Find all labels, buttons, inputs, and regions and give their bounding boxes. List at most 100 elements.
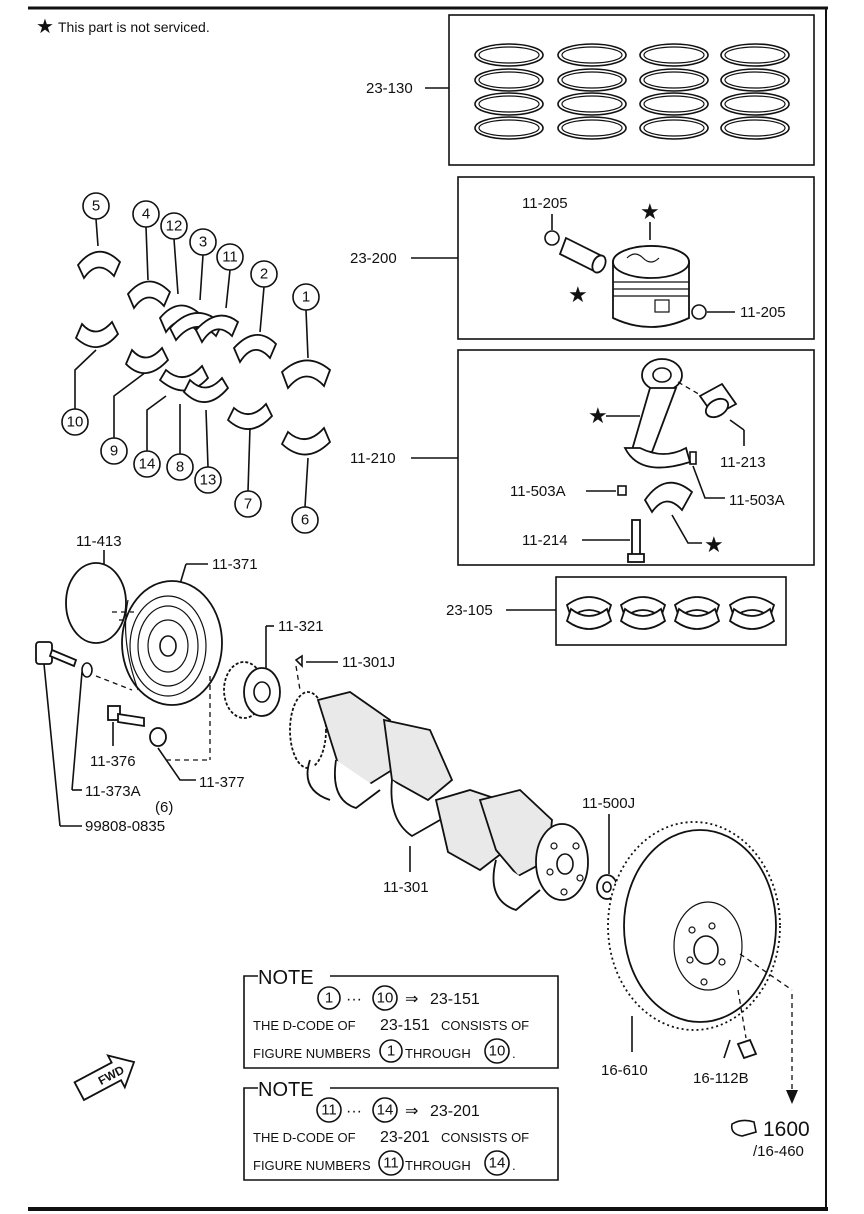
note2-line2b: THROUGH	[405, 1158, 471, 1173]
callout-9[interactable]: 9	[110, 443, 118, 460]
label-11-500j[interactable]: 11-500J	[582, 795, 635, 812]
callout-7[interactable]: 7	[244, 496, 252, 513]
callout-13[interactable]: 13	[200, 472, 217, 489]
label-11-213[interactable]: 11-213	[720, 454, 766, 471]
flywheel-icon	[607, 821, 781, 1031]
callout-3[interactable]: 3	[199, 234, 207, 251]
label-11-210[interactable]: 11-210	[350, 450, 396, 467]
label-11-413[interactable]: 11-413	[76, 533, 122, 550]
callout-4[interactable]: 4	[142, 206, 150, 223]
pulley-lock-bolt-icon	[107, 705, 145, 728]
note1-title: NOTE	[258, 967, 314, 989]
pulley-bolt-washer-icon	[81, 662, 93, 678]
piston-rings	[474, 43, 790, 140]
piston-icon	[612, 245, 690, 328]
legend-star-icon: ★	[36, 16, 54, 38]
label-11-214[interactable]: 11-214	[522, 532, 568, 549]
ref-16-460[interactable]: /16-460	[753, 1143, 804, 1160]
label-11-503a-right[interactable]: 11-503A	[729, 492, 785, 509]
star-icon-cap: ★	[704, 532, 724, 557]
label-11-301j[interactable]: 11-301J	[342, 654, 395, 671]
note2-from: 11	[321, 1102, 337, 1119]
rod-nut-icon-2	[617, 485, 627, 496]
note1-dots: ···	[346, 991, 362, 1008]
pulley-cover-icon	[65, 562, 127, 644]
note2-line2-to: 14	[489, 1155, 506, 1172]
note2-title: NOTE	[258, 1079, 314, 1101]
note1-line1c: CONSISTS OF	[441, 1018, 529, 1033]
note1-line2-to: 10	[489, 1043, 506, 1060]
label-11-205-top[interactable]: 11-205	[522, 195, 568, 212]
rod-bolt-icon	[627, 519, 645, 563]
label-23-105[interactable]: 23-105	[446, 602, 493, 619]
conrod-bearings	[565, 596, 776, 630]
label-23-130[interactable]: 23-130	[366, 80, 413, 97]
hand-pointer-icon	[730, 1119, 757, 1137]
label-11-377[interactable]: 11-377	[199, 774, 245, 791]
note1-end: .	[512, 1046, 516, 1061]
ref-1600[interactable]: 1600	[763, 1118, 810, 1141]
callout-12[interactable]: 12	[166, 218, 183, 235]
note2-to: 14	[377, 1102, 394, 1119]
piston-ring-set-box	[448, 14, 815, 166]
small-end-bushing-icon	[698, 382, 738, 419]
label-11-373a[interactable]: 11-373A	[85, 783, 141, 800]
flywheel-bolt-icon	[736, 1038, 758, 1060]
label-16-112b[interactable]: 16-112B	[693, 1070, 749, 1087]
label-qty-6: (6)	[155, 799, 173, 816]
crank-sprocket-icon	[223, 661, 281, 719]
piston-pin-icon	[558, 236, 607, 274]
callout-2[interactable]: 2	[260, 266, 268, 283]
callout-5[interactable]: 5	[92, 198, 100, 215]
label-11-205-right[interactable]: 11-205	[740, 304, 786, 321]
label-11-503a-left[interactable]: 11-503A	[510, 483, 566, 500]
label-99808-0835[interactable]: 99808-0835	[85, 818, 165, 835]
note2-line2a: FIGURE NUMBERS	[253, 1158, 371, 1173]
note2-line1b: 23-201	[380, 1129, 430, 1146]
forward-arrow-icon: FWD	[73, 1054, 136, 1102]
label-23-200[interactable]: 23-200	[350, 250, 397, 267]
callout-1[interactable]: 1	[302, 289, 310, 306]
label-11-321[interactable]: 11-321	[278, 618, 324, 635]
callout-6[interactable]: 6	[301, 512, 309, 529]
star-icon-piston: ★	[640, 199, 660, 224]
note1-line2b: THROUGH	[405, 1046, 471, 1061]
note2-line2-from: 11	[383, 1155, 399, 1172]
note2-line1a: THE D-CODE OF	[253, 1130, 356, 1145]
crankshaft-icon	[289, 691, 589, 912]
pilot-bearing-icon	[596, 874, 618, 900]
callout-11[interactable]: 11	[222, 249, 238, 266]
piston-pin-clip-icon-2	[691, 304, 707, 320]
piston-pin-clip-icon	[544, 230, 560, 246]
label-11-376[interactable]: 11-376	[90, 753, 136, 770]
note1-code: 23-151	[430, 991, 480, 1008]
callout-14[interactable]: 14	[139, 456, 156, 473]
woodruff-key-icon	[294, 654, 303, 668]
callout-8[interactable]: 8	[176, 459, 184, 476]
crank-pulley-icon	[121, 580, 223, 706]
callout-10[interactable]: 10	[67, 414, 84, 431]
note1-line2-from: 1	[387, 1043, 395, 1060]
note1-line1b: 23-151	[380, 1017, 430, 1034]
arrow-down-icon	[786, 1090, 798, 1104]
pulley-bolt-icon	[35, 641, 78, 668]
label-11-371[interactable]: 11-371	[212, 556, 258, 573]
pulley-washer-icon	[149, 727, 167, 747]
note-box-2: NOTE 11 ··· 14 ⇒ 23-201 THE D-CODE OF 23…	[243, 1079, 559, 1181]
note1-to: 10	[377, 990, 394, 1007]
note1-arrow: ⇒	[405, 991, 418, 1008]
note2-dots: ···	[346, 1103, 362, 1120]
note2-end: .	[512, 1158, 516, 1173]
note2-line1c: CONSISTS OF	[441, 1130, 529, 1145]
label-16-610[interactable]: 16-610	[601, 1062, 648, 1079]
note2-code: 23-201	[430, 1103, 480, 1120]
connecting-rod-cap-icon	[643, 481, 694, 514]
rod-nut-icon	[689, 451, 697, 465]
label-11-301[interactable]: 11-301	[383, 879, 429, 896]
note2-arrow: ⇒	[405, 1103, 418, 1120]
main-bearing-shells	[74, 250, 332, 456]
note-box-1: NOTE 1 ··· 10 ⇒ 23-151 THE D-CODE OF 23-…	[243, 967, 559, 1069]
main-bearing-callouts: 1 5 4 12 3 11 2 1 10 9 14	[61, 192, 320, 534]
connecting-rod-icon	[623, 358, 692, 469]
